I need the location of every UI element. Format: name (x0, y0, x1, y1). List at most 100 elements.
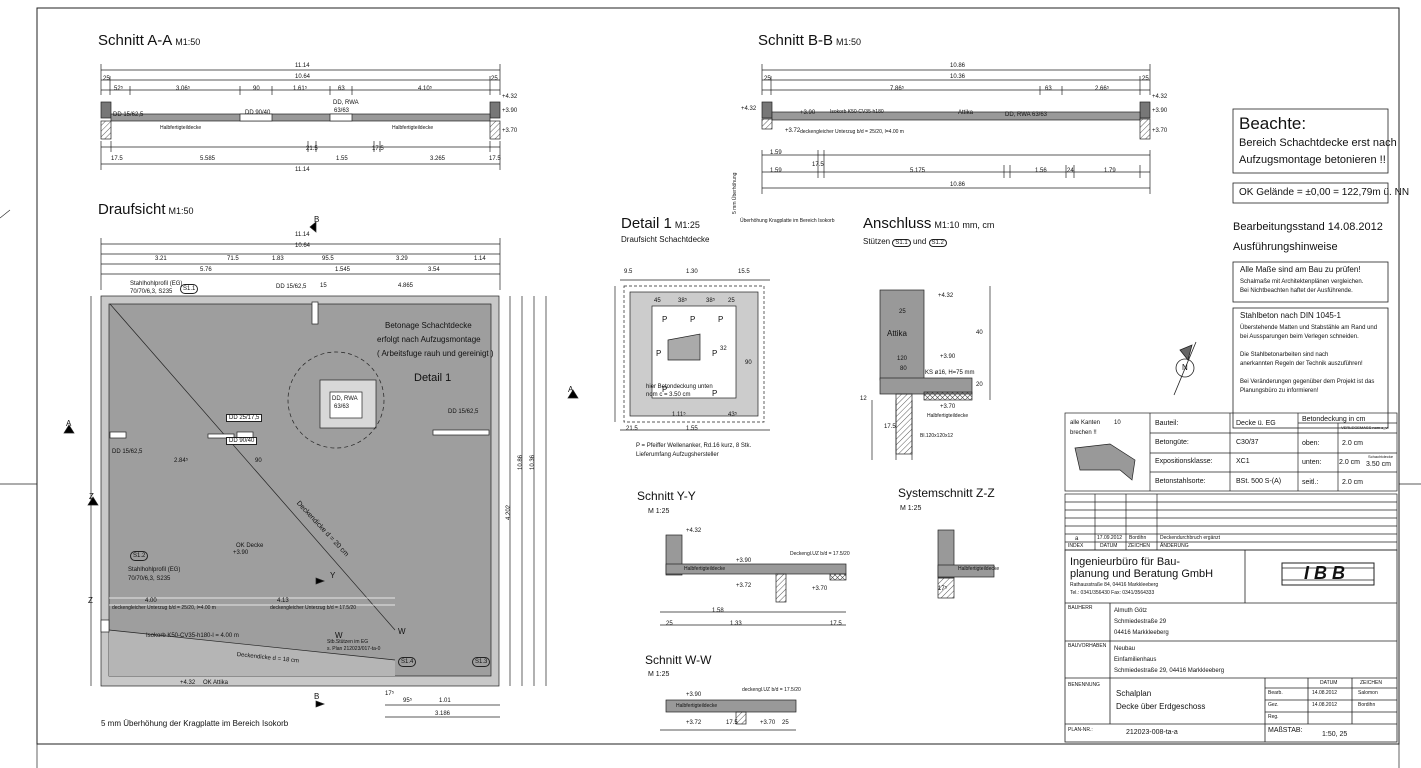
det-betondeckung-l1: hier Betondeckung unten (646, 384, 713, 390)
spec-betonguete-label: Betongüte: (1155, 439, 1189, 446)
an-dim-80: 80 (900, 366, 907, 372)
an-bl: Bl.120x120x12 (920, 433, 954, 439)
section-zz-scale: M 1:25 (900, 505, 922, 512)
ds-dim-175a: 17⁵ (385, 691, 395, 697)
spec-oben-val: 2.0 cm (1342, 440, 1364, 447)
dim-aa-410: 4.10⁵ (418, 86, 433, 92)
ww-lvl-390: +3.90 (686, 692, 702, 698)
ds-dd9040: DD 90/40 (226, 437, 258, 445)
ww-lvl-372: +3.72 (686, 720, 702, 726)
ds-dim-400: 4.00 (145, 598, 157, 604)
ibb-logo (1281, 562, 1375, 586)
lvl-aa-432: +4.32 (502, 94, 518, 100)
aa-dd-rwa: DD, RWA (333, 100, 359, 106)
det-p6: P (662, 385, 668, 394)
dim-aa-inner: 10.64 (295, 74, 311, 80)
ds-ok-attika: OK Attika (203, 680, 229, 686)
dim-bb-159: 1.59 (770, 150, 782, 156)
ds-isokorb: Isokorb K50-CV35-h180-l = 4.00 m (146, 633, 239, 639)
an-attika: Attika (887, 329, 908, 338)
firm-address: Rathausstraße 84, 04416 Markkleeberg (1070, 582, 1159, 588)
ww-unterzug: deckengl.UZ b/d = 17.5/20 (742, 687, 801, 693)
marker-w-right[interactable]: W (398, 627, 406, 636)
dim-aa-b175m: 17.5 (372, 146, 384, 152)
ds-dd-rwa: DD, RWA (332, 396, 358, 402)
stb-l1: Überstehende Matten und Stabstähle am Ra… (1240, 325, 1378, 331)
an-lvl-390: +3.90 (940, 354, 956, 360)
lvl-bb-432r: +4.32 (1152, 94, 1168, 100)
spec-seitl-val: 2.0 cm (1342, 479, 1364, 486)
spec-seitl-label: seitl.: (1302, 479, 1319, 486)
an-dim-120: 120 (897, 356, 908, 362)
plan-view-drawing (63, 221, 579, 718)
revision-table (1064, 493, 1398, 551)
ds-dim-284: 2.84⁵ (174, 458, 189, 464)
ww-dim-175: 17.5 (726, 720, 738, 726)
dim-aa-306: 3.06⁵ (176, 86, 191, 92)
stb-l6: Planungsbüro zu informieren! (1240, 388, 1319, 394)
aa-dd-9040: DD 90/40 (245, 110, 271, 116)
marker-z-left[interactable]: Z (89, 492, 94, 501)
marker-s11[interactable]: S1.1 (180, 284, 199, 294)
marker-s12[interactable]: S1.2 (130, 551, 149, 561)
yy-dim-175: 17.5 (830, 621, 842, 627)
det-pfeffer-l1: P = Pfeiffer Wellenanker, Rd.16 kurz, 8 … (636, 443, 752, 449)
marker-s14[interactable]: S1.4 (398, 657, 417, 667)
north-label: N (1182, 363, 1188, 372)
marker-z-left-2[interactable]: Z (88, 596, 93, 605)
marker-b-top[interactable]: B (314, 215, 320, 224)
det-dim-45: 45 (654, 298, 661, 304)
ds-dd1562-top: DD 15/62,5 (276, 284, 307, 290)
marker-y[interactable]: Y (330, 571, 336, 580)
det-dim-111: 1.11⁵ (672, 412, 686, 418)
marker-a-left[interactable]: A (66, 419, 72, 428)
detail1-drawing (614, 279, 770, 431)
tb-bearb-zeichen: Salomon (1358, 690, 1378, 696)
spec-betonguete-val: C30/37 (1236, 439, 1259, 446)
zz-dim-175: 17⁵ (938, 586, 948, 592)
spec-verlegemass: VERLEGEMASS nom c_v: (1341, 425, 1389, 430)
rev-h-aenderung: ÄNDERUNG (1160, 543, 1189, 549)
vorhaben-l2: Einfamilienhaus (1114, 657, 1157, 663)
aa-dd-1562: DD 15/62,5 (113, 112, 144, 118)
dim-bb-159b: 1.59 (770, 168, 782, 174)
det-betondeckung-l2: nom c = 3.50 cm (646, 392, 691, 398)
note-erhoehung-5mm: 5 mm Überhöhung (732, 172, 738, 214)
marker-s13[interactable]: S1.3 (472, 657, 491, 667)
section-aa-drawing (100, 64, 501, 170)
ds-ok-decke: OK Decke (236, 543, 264, 549)
ds-unterzug-1: deckengleicher Unterzug b/d = 25/20, l=4… (112, 605, 216, 611)
dim-aa-b175l: 17.5 (111, 156, 123, 162)
note-erhoehung-bottom: 5 mm Überhöhung der Kragplatte im Bereic… (101, 719, 289, 728)
ok-gelaende: OK Gelände = ±0,00 = 122,79m ü. NN (1239, 187, 1410, 198)
dim-ds-354: 3.54 (428, 267, 440, 273)
spec-stahl-val: BSt. 500 S-(A) (1236, 478, 1282, 485)
section-ww-scale: M 1:25 (648, 671, 670, 678)
dim-bb-179: 1.79 (1104, 168, 1116, 174)
ds-dd-6363: 63/63 (334, 404, 350, 410)
beachte-line1: Bereich Schachtdecke erst nach (1239, 137, 1397, 149)
tb-bearb: Bearb. (1268, 690, 1283, 696)
aa-dd-6363: 63/63 (334, 108, 350, 114)
ww-hfd: Halbfertigteildecke (676, 703, 718, 709)
marker-a-right[interactable]: A (568, 385, 574, 394)
ds-detail-label[interactable]: Detail 1 (414, 372, 452, 384)
aa-halbfertig-r: Halbfertigteildecke (392, 125, 434, 131)
dim-aa-52: 52⁵ (114, 86, 124, 92)
ds-dd2517: DD 25/17,5 (226, 414, 263, 422)
marker-b-bot[interactable]: B (314, 692, 320, 701)
spec-kanten-dim: 10 (1114, 420, 1121, 426)
stb-title: Stahlbeton nach DIN 1045-1 (1240, 311, 1341, 320)
ds-dim-1036: 10.36 (530, 454, 536, 470)
spec-betondeckung-header: Betondeckung in cm (1302, 416, 1366, 423)
marker-w-left[interactable]: W (335, 631, 343, 640)
tb-h-zeichen: ZEICHEN (1360, 680, 1382, 686)
dim-ds-955: 95.5 (322, 256, 334, 262)
spec-stahl-label: Betonstahlsorte: (1155, 478, 1206, 485)
spec-table (1064, 412, 1398, 492)
bauherr-label: BAUHERR (1068, 605, 1093, 611)
